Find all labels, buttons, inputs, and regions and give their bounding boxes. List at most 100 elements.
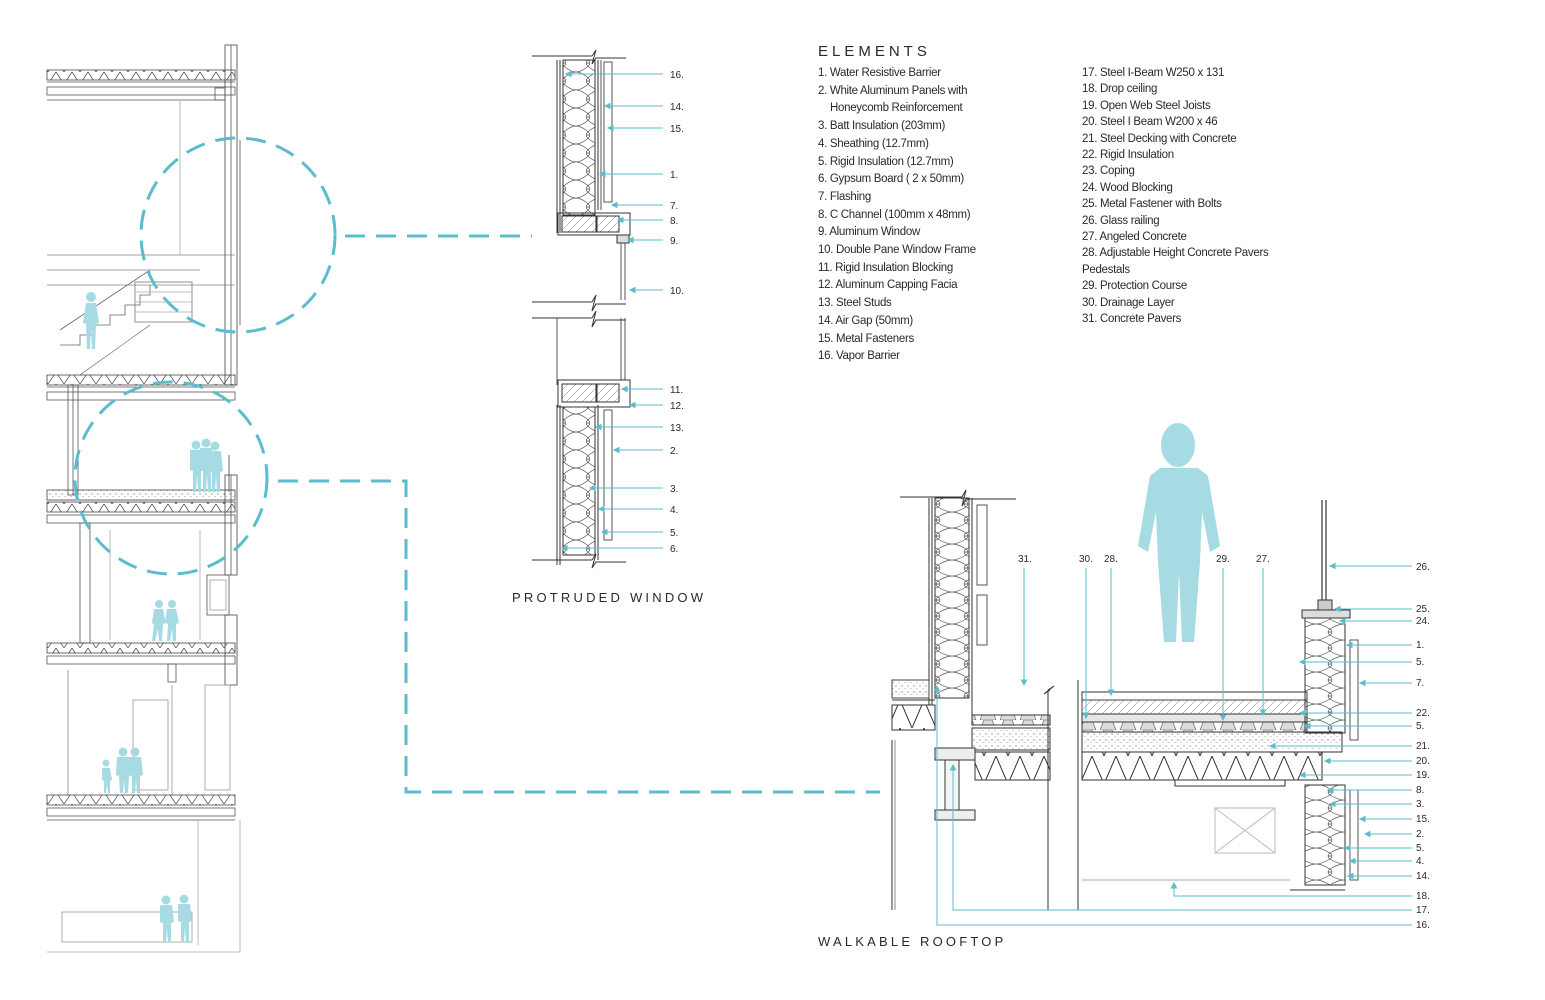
- legend-item: 24. Wood Blocking: [1082, 181, 1173, 194]
- rooftop-callout-label: 14.: [1416, 871, 1430, 882]
- detail-callout-circles: [73, 136, 880, 794]
- legend-item: 10. Double Pane Window Frame: [818, 244, 976, 257]
- rooftop-callout-label: 30.: [1079, 554, 1093, 565]
- person-figure: [83, 292, 99, 349]
- person-figure: [178, 894, 192, 942]
- window-callout-label: 8.: [670, 216, 678, 227]
- legend-item: Honeycomb Reinforcement: [830, 102, 963, 115]
- rooftop-callout-label: 24.: [1416, 616, 1430, 627]
- rooftop-callout-label: 22.: [1416, 708, 1430, 719]
- elements-legend-col2: 17. Steel I-Beam W250 x 131 18. Drop cei…: [1082, 65, 1269, 328]
- window-callout-label: 13.: [670, 423, 684, 434]
- rooftop-callout-label: 18.: [1416, 891, 1430, 902]
- rooftop-callout-label: 1.: [1416, 640, 1424, 651]
- legend-item: 11. Rigid Insulation Blocking: [818, 261, 953, 274]
- legend-item: 17. Steel I-Beam W250 x 131: [1082, 67, 1225, 79]
- person-figure: [102, 759, 112, 793]
- walkable-rooftop-detail: [891, 489, 1359, 910]
- legend-item: 12. Aluminum Capping Facia: [818, 279, 958, 292]
- legend-item: 13. Steel Studs: [818, 297, 892, 310]
- window-callout-label: 15.: [670, 124, 684, 135]
- window-callout-label: 7.: [670, 201, 678, 212]
- legend-item: 14. Air Gap (50mm): [818, 314, 913, 327]
- building-section: [46, 44, 241, 953]
- legend-item: 4. Sheathing (12.7mm): [818, 137, 929, 150]
- rooftop-callout-label: 29.: [1216, 554, 1230, 565]
- standing-person-figure: [1138, 423, 1220, 642]
- legend-item: 25. Metal Fastener with Bolts: [1082, 198, 1222, 211]
- window-callout-label: 1.: [670, 170, 678, 181]
- rooftop-callout-label: 5.: [1416, 657, 1424, 668]
- legend-item: 21. Steel Decking with Concrete: [1082, 132, 1237, 145]
- rooftop-callout-label: 4.: [1416, 856, 1424, 867]
- legend-item: 22. Rigid Insulation: [1082, 149, 1174, 162]
- window-callout-label: 4.: [670, 505, 678, 516]
- legend-item: 1. Water Resistive Barrier: [818, 67, 941, 79]
- rooftop-callout-label: 20.: [1416, 756, 1430, 767]
- legend-item: 27. Angeled Concrete: [1082, 231, 1187, 244]
- window-callout-labels: 16. 14. 15. 1. 7. 8. 9. 10. 11. 12. 13. …: [670, 70, 684, 555]
- rooftop-callout-label: 19.: [1416, 770, 1430, 781]
- legend-item: 26. Glass railing: [1082, 214, 1160, 227]
- window-callout-label: 10.: [670, 286, 684, 297]
- legend-item: 7. Flashing: [818, 190, 871, 203]
- window-callout-label: 2.: [670, 446, 678, 457]
- rooftop-callout-label: 15.: [1416, 814, 1430, 825]
- person-figure: [165, 600, 179, 641]
- legend-item: 2. White Aluminum Panels with: [818, 84, 968, 97]
- rooftop-callout-label: 16.: [1416, 920, 1430, 931]
- rooftop-callout-label: 28.: [1104, 554, 1118, 565]
- legend-item: 18. Drop ceiling: [1082, 83, 1158, 96]
- legend-item: 28. Adjustable Height Concrete Pavers: [1082, 247, 1269, 260]
- legend-item: 16. Vapor Barrier: [818, 350, 900, 363]
- rooftop-callout-label: 3.: [1416, 799, 1424, 810]
- rooftop-callout-labels: 31. 30. 28. 29. 27. 26. 25. 24. 1. 5. 7.…: [1018, 554, 1430, 931]
- window-callout-label: 14.: [670, 102, 684, 113]
- legend-item: 5. Rigid Insulation (12.7mm): [818, 155, 954, 168]
- window-callout-label: 5.: [670, 528, 678, 539]
- legend-item: 6. Gypsum Board ( 2 x 50mm): [818, 173, 964, 186]
- rooftop-callout-label: 8.: [1416, 785, 1424, 796]
- rooftop-detail-circle: [73, 380, 269, 576]
- legend-item: 19. Open Web Steel Joists: [1082, 99, 1211, 112]
- window-callout-label: 3.: [670, 484, 678, 495]
- legend-item: 9. Aluminum Window: [818, 226, 920, 239]
- legend-item: 30. Drainage Layer: [1082, 296, 1175, 309]
- legend-item: 15. Metal Fasteners: [818, 332, 914, 345]
- rooftop-detail-leader: [278, 479, 880, 794]
- person-figure: [160, 895, 174, 942]
- rooftop-callout-label: 2.: [1416, 829, 1424, 840]
- people-silhouettes: [83, 292, 223, 942]
- legend-item: Pedestals: [1082, 263, 1130, 276]
- protruded-window-detail: [532, 49, 631, 569]
- person-figure: [152, 600, 166, 641]
- legend-item: 23. Coping: [1082, 165, 1135, 178]
- rooftop-callout-label: 25.: [1416, 604, 1430, 615]
- person-figure: [129, 747, 143, 793]
- window-callout-label: 9.: [670, 236, 678, 247]
- rooftop-callout-label: 5.: [1416, 721, 1424, 732]
- rooftop-callout-label: 5.: [1416, 843, 1424, 854]
- legend-item: 8. C Channel (100mm x 48mm): [818, 208, 971, 221]
- rooftop-callout-label: 27.: [1256, 554, 1270, 565]
- rooftop-callout-label: 17.: [1416, 905, 1430, 916]
- window-callout-leaders: [560, 70, 663, 552]
- rooftop-callout-label: 7.: [1416, 678, 1424, 689]
- legend-item: 29. Protection Course: [1082, 280, 1187, 293]
- window-detail-circle: [139, 136, 337, 334]
- window-callout-label: 11.: [670, 385, 683, 396]
- window-callout-label: 16.: [670, 70, 684, 81]
- walkable-rooftop-title: WALKABLE ROOFTOP: [818, 934, 1007, 949]
- window-callout-label: 6.: [670, 544, 678, 555]
- legend-item: 31. Concrete Pavers: [1082, 313, 1182, 326]
- person-figure: [209, 441, 223, 492]
- window-callout-label: 12.: [670, 401, 684, 412]
- person-figure: [116, 747, 132, 793]
- protruded-window-title: PROTRUDED WINDOW: [512, 590, 707, 605]
- legend-item: 20. Steel I Beam W200 x 46: [1082, 116, 1218, 129]
- legend-item: 3. Batt Insulation (203mm): [818, 120, 946, 133]
- elements-legend-col1: 1. Water Resistive Barrier 2. White Alum…: [818, 65, 976, 366]
- rooftop-callout-leaders: [933, 562, 1412, 926]
- rooftop-callout-label: 21.: [1416, 741, 1430, 752]
